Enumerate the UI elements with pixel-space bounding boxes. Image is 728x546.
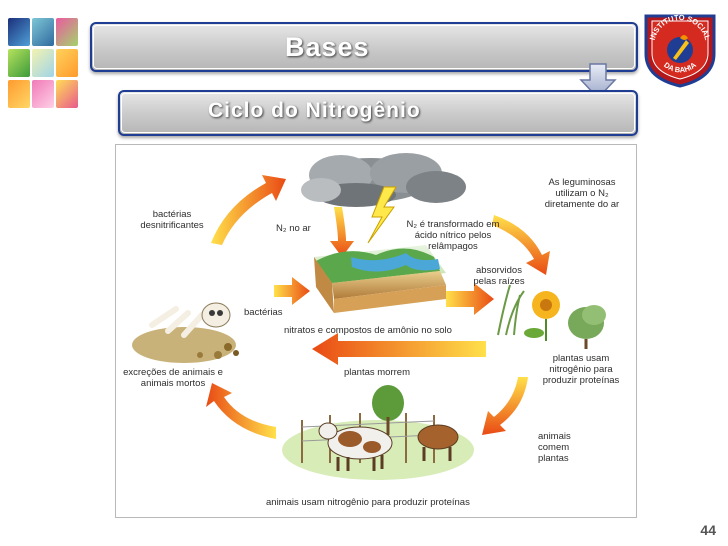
title-bar: Bases (90, 22, 638, 72)
label-animals-eat-plants: animais comem plantas (538, 431, 578, 464)
instituto-social-logo: INSTITUTO SOCIAL DA BAHIA (640, 8, 720, 88)
animal-remains-illustration (132, 303, 239, 363)
arrow-bacteria-to-soil (274, 277, 310, 305)
label-bacteria: bactérias (244, 307, 283, 318)
arrow-plants-die (312, 333, 486, 365)
page-number: 44 (700, 522, 716, 538)
plants-illustration (498, 285, 606, 349)
nitrogen-cycle-diagram: bactérias desnitrificantes N₂ no ar N₂ é… (115, 144, 637, 518)
label-nitrates-soil: nitratos e compostos de amônio no solo (284, 325, 452, 336)
arrow-decomposition (206, 383, 276, 439)
arrow-n2-to-soil (330, 207, 354, 257)
label-n2-air: N₂ no ar (276, 223, 311, 234)
label-animal-excretion: excreções de animais e animais mortos (118, 367, 228, 389)
label-absorbed-roots: absorvidos pelas raízes (464, 265, 534, 287)
label-plants-use-nitrogen: plantas usam nitrogênio para produzir pr… (534, 353, 628, 386)
page-title: Bases (285, 32, 370, 63)
label-animals-use-nitrogen: animais usam nitrogênio para produzir pr… (266, 497, 470, 508)
section-subtitle: Ciclo do Nitrogênio (208, 99, 421, 123)
label-n2-lightning: N₂ é transformado em ácido nítrico pelos… (398, 219, 508, 252)
arrow-absorption (446, 283, 494, 315)
decorative-photo-collage (8, 18, 80, 110)
farm-animals-illustration (282, 385, 474, 480)
subtitle-bar: Ciclo do Nitrogênio (118, 90, 638, 136)
soil-landscape-illustration (314, 245, 446, 313)
arrow-animals-eat (482, 377, 528, 435)
arrow-denitrification (211, 175, 286, 245)
label-denitrifying-bacteria: bactérias desnitrificantes (128, 209, 216, 231)
label-legumes: As leguminosas utilizam o N₂ diretamente… (536, 177, 628, 210)
label-plants-die: plantas morrem (344, 367, 410, 378)
